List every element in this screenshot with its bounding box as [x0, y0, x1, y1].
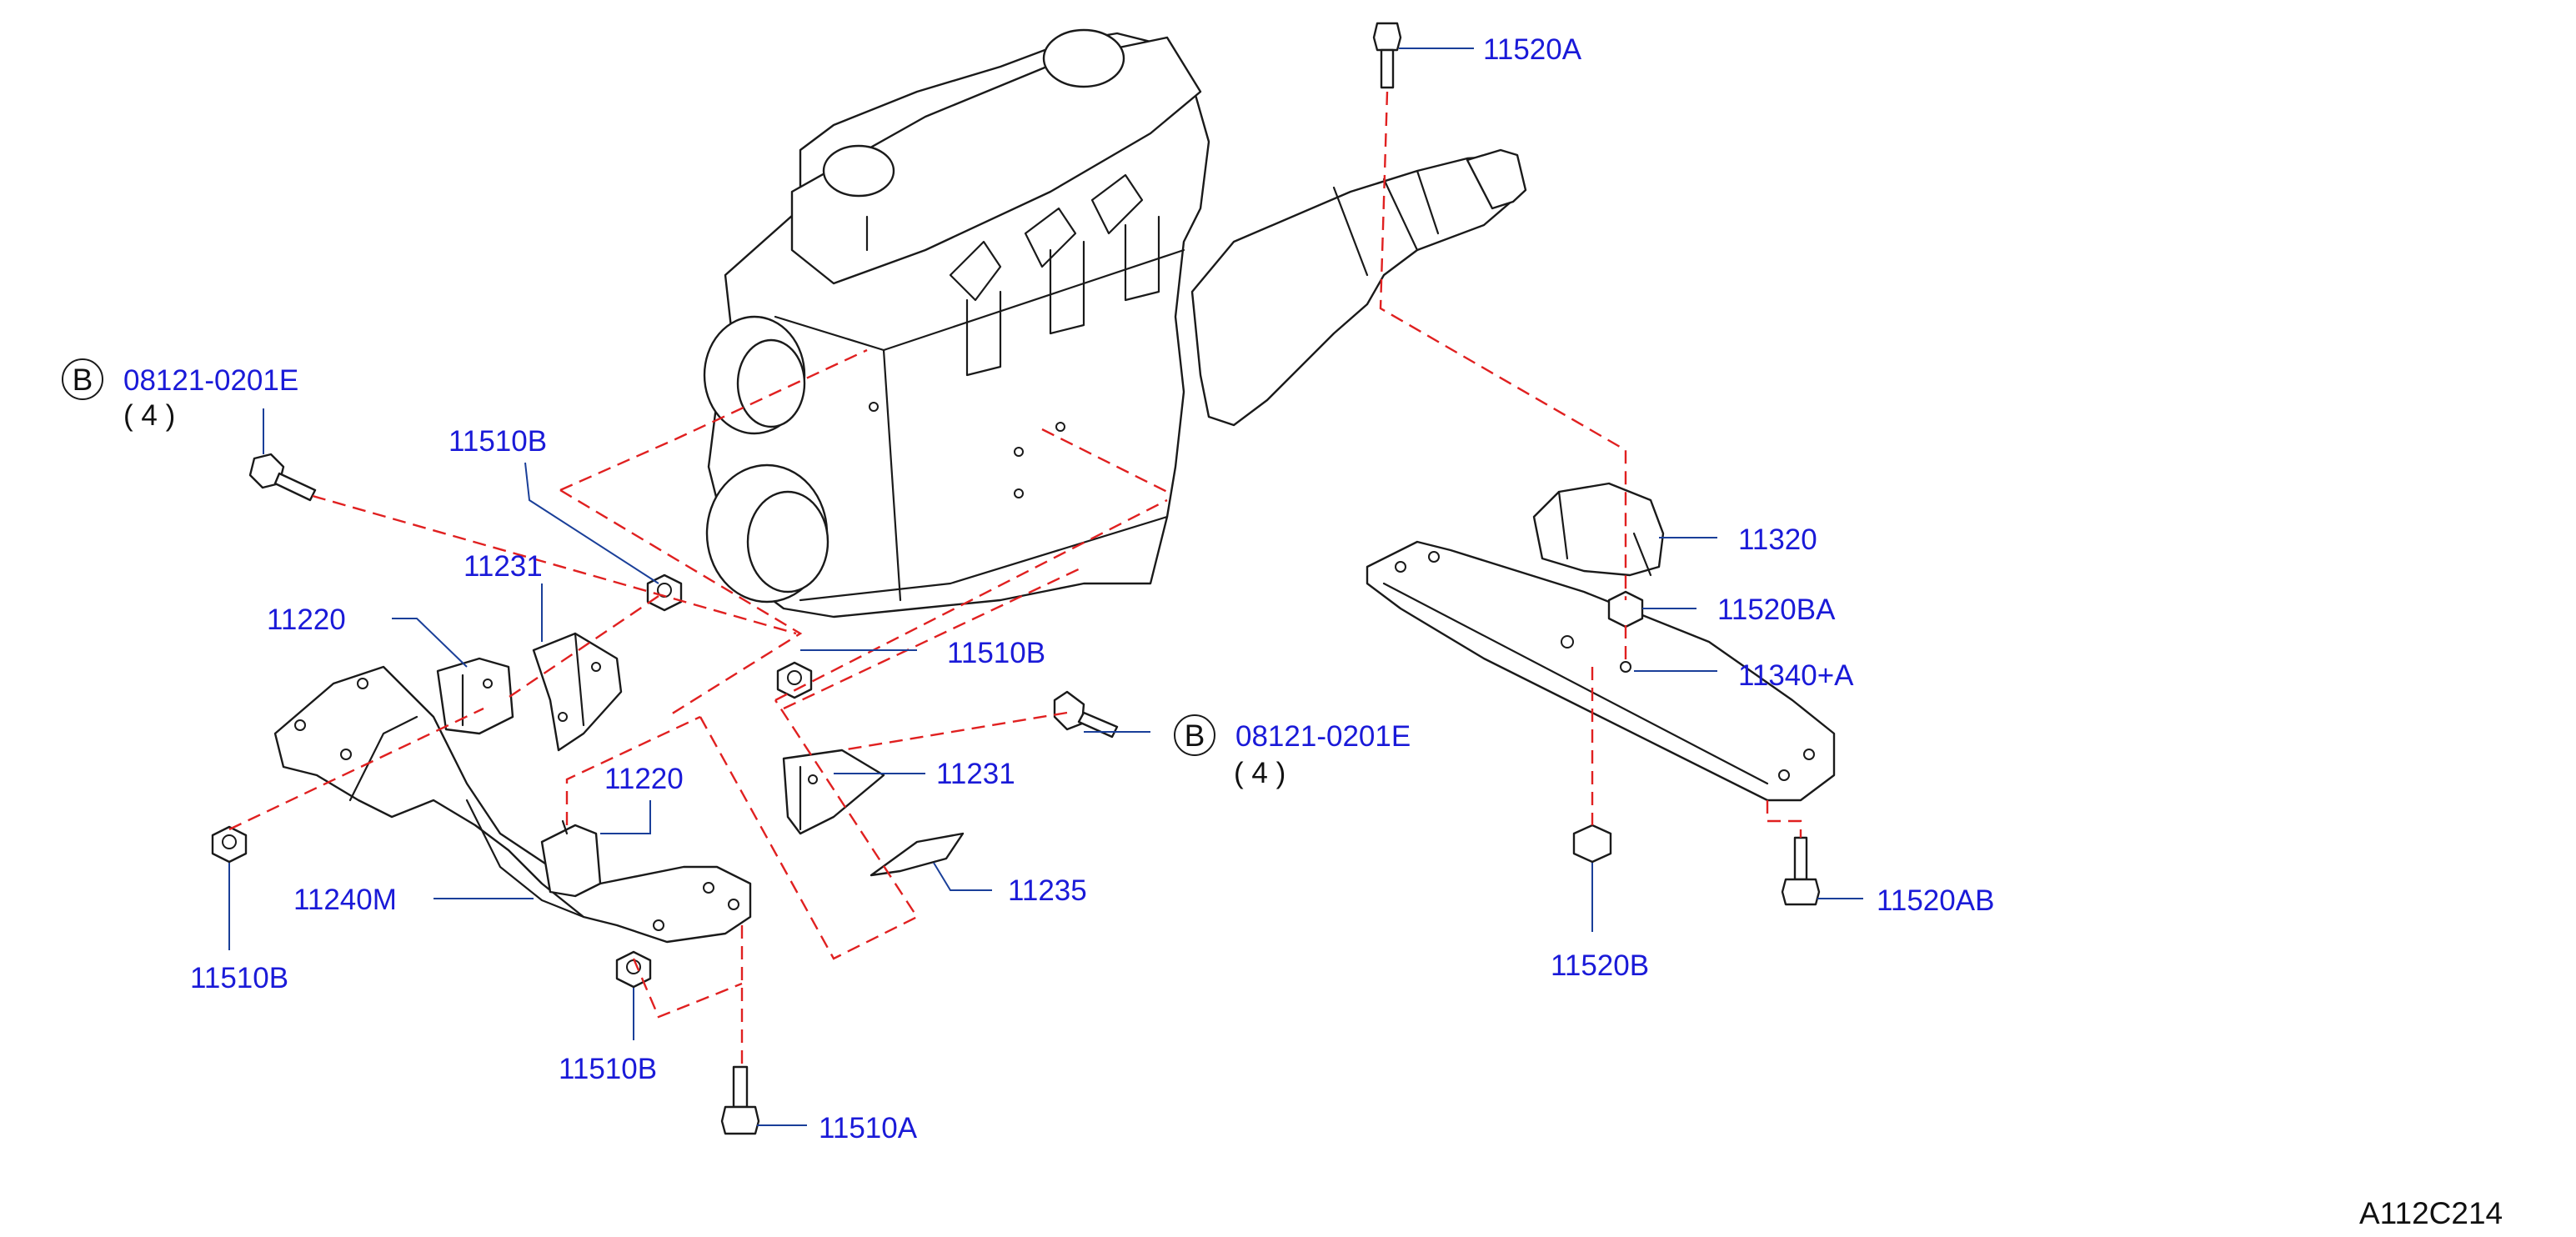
- nut-11520b: [1572, 824, 1612, 864]
- engine-mount-bracket-left: [532, 632, 623, 752]
- rear-engine-mount-insulator: [1532, 482, 1665, 577]
- label-11520b[interactable]: 11520B: [1551, 949, 1649, 982]
- bolt-08121-0201e-right: [1053, 690, 1119, 739]
- label-11220-mid[interactable]: 11220: [604, 763, 684, 795]
- heat-insulator-11235: [870, 832, 965, 877]
- label-11510b-bottom[interactable]: 11510B: [559, 1053, 657, 1085]
- part-labels: 11520A 08121-0201E ( 4 ) 11510B 11231 11…: [123, 33, 1994, 1144]
- engine-mount-insulator-left: [436, 657, 514, 735]
- front-crossmember-illustration: [273, 665, 752, 944]
- label-11231-mid[interactable]: 11231: [936, 758, 1015, 790]
- label-11510b-top[interactable]: 11510B: [449, 425, 547, 458]
- b-marker-left: B: [62, 358, 103, 400]
- label-11320[interactable]: 11320: [1738, 523, 1817, 556]
- bolt-11510a: [720, 1065, 760, 1135]
- nut-11510b-bottom: [615, 950, 652, 989]
- engine-mount-insulator-right: [540, 819, 602, 898]
- label-11520ba[interactable]: 11520BA: [1717, 593, 1836, 626]
- leader-lines: [228, 48, 1863, 1126]
- bolt-11520ab: [1781, 836, 1821, 906]
- label-11510b-mid[interactable]: 11510B: [947, 637, 1045, 669]
- label-11235[interactable]: 11235: [1008, 874, 1087, 907]
- b-marker-right-text: B: [1185, 719, 1205, 753]
- b-marker-left-text: B: [73, 363, 93, 397]
- label-11510a[interactable]: 11510A: [819, 1112, 918, 1144]
- bolt-11520a: [1372, 22, 1402, 89]
- label-11520a[interactable]: 11520A: [1483, 33, 1582, 66]
- label-11231-left[interactable]: 11231: [464, 550, 543, 583]
- rear-engine-mount-member: [1366, 540, 1836, 802]
- label-08121-0201e-right-qty: ( 4 ): [1234, 757, 1285, 789]
- b-marker-right: B: [1174, 714, 1215, 756]
- label-08121-0201e-left[interactable]: 08121-0201E: [123, 364, 298, 397]
- bolt-08121-0201e-left: [248, 453, 317, 502]
- label-11240m[interactable]: 11240M: [293, 884, 397, 916]
- label-08121-0201e-left-qty: ( 4 ): [123, 399, 175, 432]
- diagram-code: A112C214: [2359, 1196, 2503, 1230]
- assembly-dashed-lines: [228, 91, 1802, 1067]
- label-11340-a[interactable]: 11340+A: [1738, 659, 1854, 692]
- engine-block-illustration: [703, 28, 1527, 618]
- label-11520ab[interactable]: 11520AB: [1877, 884, 1994, 917]
- nut-11510b-left: [211, 825, 248, 864]
- label-08121-0201e-right[interactable]: 08121-0201E: [1235, 720, 1411, 753]
- nut-11520ba: [1607, 590, 1644, 629]
- label-11510b-left[interactable]: 11510B: [190, 962, 288, 994]
- nut-11510b-mid: [776, 661, 813, 699]
- engine-mount-bracket-right: [782, 749, 885, 835]
- label-11220-left[interactable]: 11220: [267, 603, 346, 636]
